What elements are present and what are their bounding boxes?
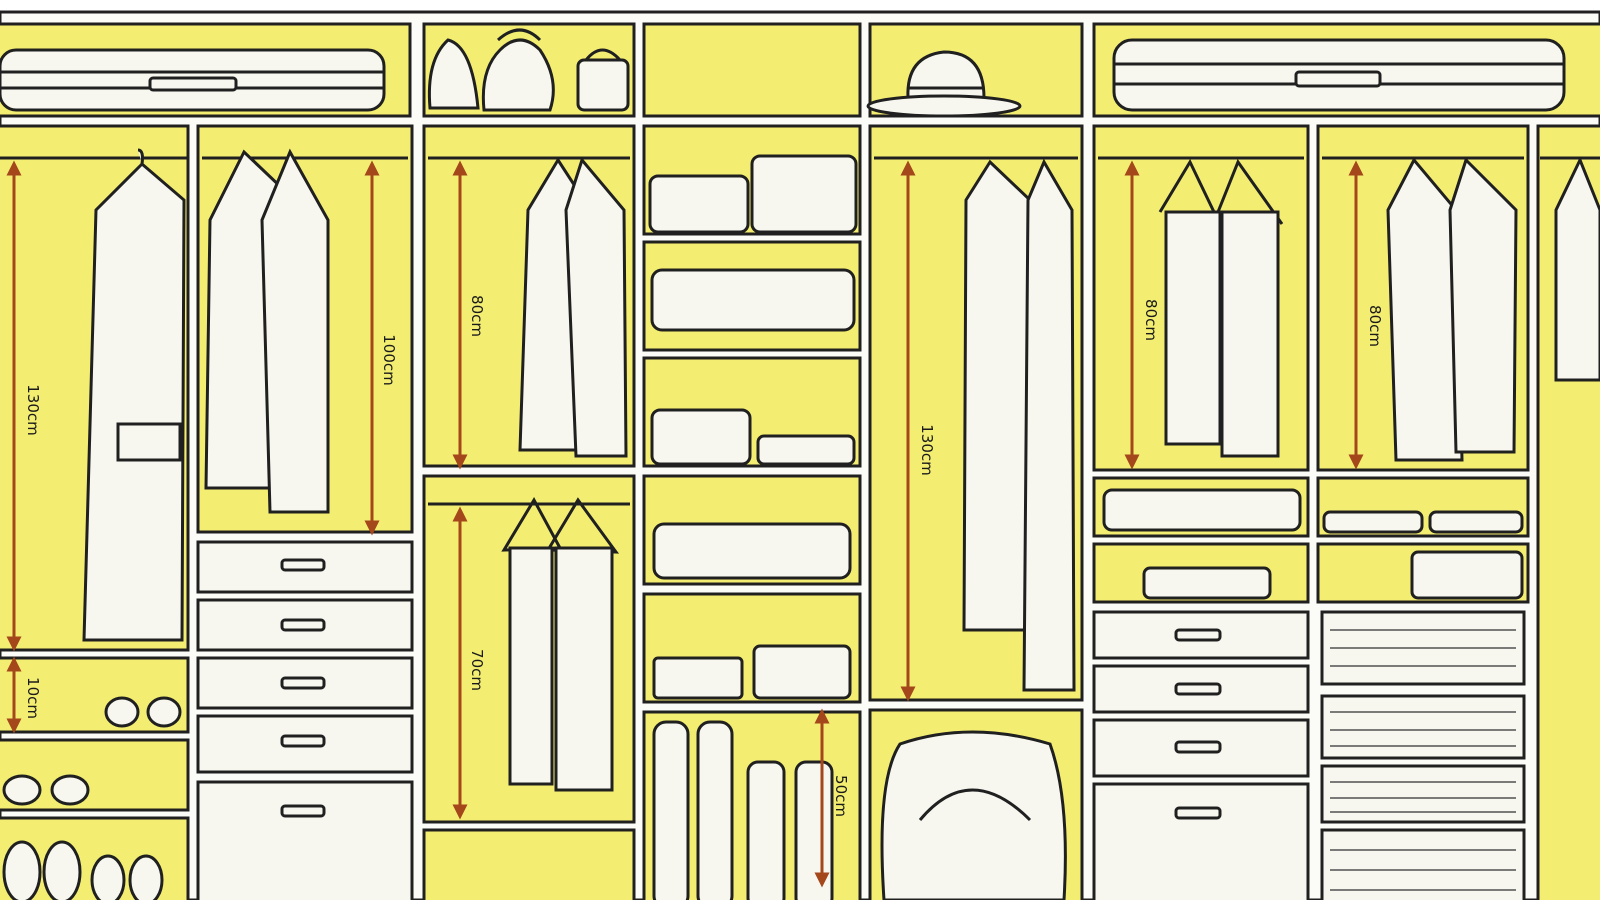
dim-label-shirts-right: 80cm (1366, 305, 1384, 347)
bag-icon (880, 730, 1067, 900)
dim-label-trousers-right: 80cm (1142, 299, 1160, 341)
drawer[interactable] (196, 780, 414, 900)
folded-clothes-icon (648, 154, 858, 700)
drawer[interactable] (1092, 664, 1310, 714)
long-garments-icon (962, 158, 1076, 692)
long-coat-icon (82, 148, 186, 642)
folded-right-icon (1102, 488, 1302, 600)
trousers-right-icon (1158, 158, 1284, 458)
basket[interactable] (1320, 764, 1526, 824)
dim-label-long: 130cm (918, 424, 936, 476)
top-compartment-empty (642, 22, 862, 118)
dim-label-coat: 130cm (24, 384, 42, 436)
trousers-icon (501, 496, 620, 792)
dim-label-jackets: 100cm (380, 334, 398, 386)
dim-label-trousers: 70cm (468, 649, 486, 691)
drawer[interactable] (196, 540, 414, 594)
jackets-icon (204, 148, 330, 514)
dimension-arrows (6, 160, 1364, 888)
wire-baskets (1320, 610, 1526, 900)
shirts-icon (518, 156, 628, 458)
drawer[interactable] (1092, 782, 1310, 900)
suitcase-right-icon (1112, 38, 1566, 112)
dim-label-boots: 50cm (832, 775, 850, 817)
dim-label-shirts: 80cm (468, 295, 486, 337)
basket[interactable] (1320, 694, 1526, 760)
handbags-icon (427, 28, 630, 112)
folded-far-right-icon (1322, 510, 1524, 600)
hat-icon (866, 50, 1022, 118)
drawers-left (196, 540, 414, 900)
basket[interactable] (1320, 828, 1526, 900)
basket-mesh (1330, 629, 1516, 891)
shoes-icon (2, 696, 182, 900)
shirts-right-icon (1386, 156, 1600, 462)
drawers-right (1092, 610, 1310, 900)
suitcase-left-icon (0, 48, 386, 112)
dim-label-shoes: 10cm (24, 677, 42, 719)
